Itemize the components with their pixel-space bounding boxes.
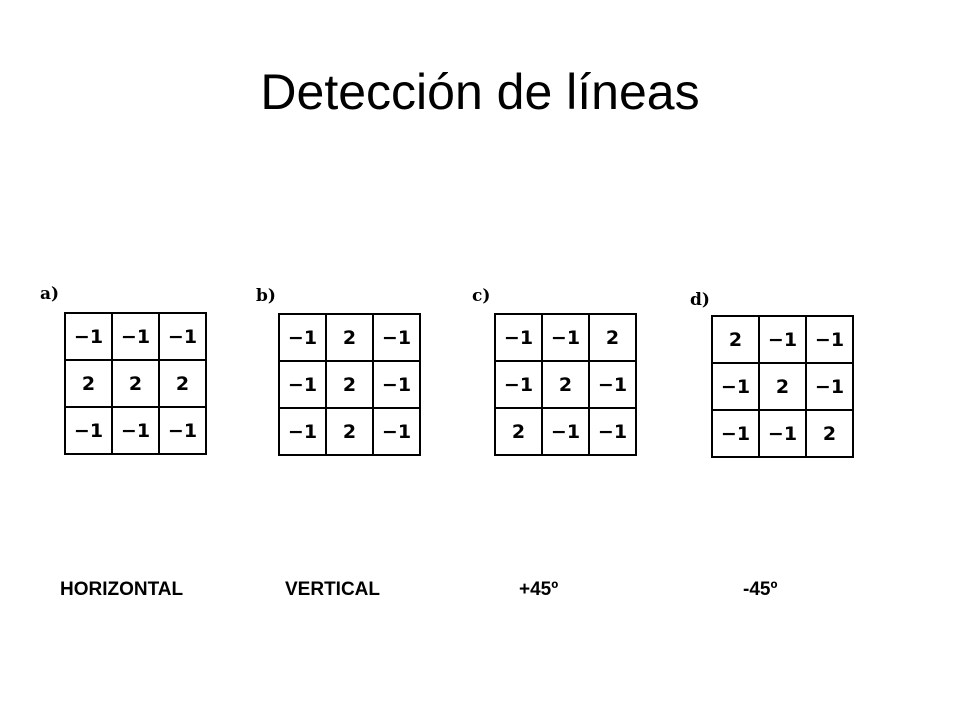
- matrix-cell: −1: [278, 313, 327, 362]
- matrix-cell: −1: [372, 313, 421, 362]
- kernel-label: b): [256, 286, 276, 306]
- matrix-cell: −1: [372, 360, 421, 409]
- matrix-cell: −1: [758, 315, 807, 364]
- kernel-matrix: −1 −1 2 −1 2 −1 2 −1 −1: [494, 313, 637, 456]
- matrix-cell: 2: [64, 359, 113, 408]
- matrix-cell: −1: [494, 313, 543, 362]
- matrix-cell: −1: [711, 409, 760, 458]
- kernel-caption: VERTICAL: [285, 579, 380, 600]
- matrix-cell: 2: [111, 359, 160, 408]
- matrix-cell: −1: [278, 360, 327, 409]
- matrix-cell: −1: [711, 362, 760, 411]
- matrix-cell: −1: [111, 406, 160, 455]
- matrix-cell: −1: [805, 362, 854, 411]
- matrix-cell: −1: [158, 406, 207, 455]
- matrix-cell: −1: [64, 406, 113, 455]
- matrix-cell: 2: [158, 359, 207, 408]
- matrix-cell: −1: [541, 407, 590, 456]
- matrix-cell: −1: [588, 360, 637, 409]
- matrix-cell: −1: [805, 315, 854, 364]
- matrix-cell: 2: [494, 407, 543, 456]
- kernel-matrix: −1 −1 −1 2 2 2 −1 −1 −1: [64, 312, 207, 455]
- kernel-label: c): [472, 286, 491, 306]
- kernel-matrix: −1 2 −1 −1 2 −1 −1 2 −1: [278, 313, 421, 456]
- matrix-cell: 2: [325, 360, 374, 409]
- matrix-cell: −1: [158, 312, 207, 361]
- slide-title: Detección de líneas: [260, 64, 700, 120]
- matrix-cell: −1: [494, 360, 543, 409]
- matrix-cell: 2: [711, 315, 760, 364]
- matrix-cell: 2: [805, 409, 854, 458]
- matrix-cell: −1: [541, 313, 590, 362]
- matrix-cell: −1: [278, 407, 327, 456]
- kernel-caption: -45º: [743, 579, 778, 600]
- matrix-cell: 2: [758, 362, 807, 411]
- matrix-cell: 2: [541, 360, 590, 409]
- kernel-caption: HORIZONTAL: [60, 579, 184, 600]
- matrix-cell: −1: [758, 409, 807, 458]
- matrix-cell: 2: [325, 313, 374, 362]
- kernel-matrix: 2 −1 −1 −1 2 −1 −1 −1 2: [711, 315, 854, 458]
- matrix-cell: −1: [111, 312, 160, 361]
- kernel-label: d): [690, 290, 710, 310]
- matrix-cell: −1: [372, 407, 421, 456]
- matrix-cell: −1: [588, 407, 637, 456]
- kernel-caption: +45º: [519, 579, 559, 600]
- matrix-cell: −1: [64, 312, 113, 361]
- matrix-cell: 2: [325, 407, 374, 456]
- matrix-cell: 2: [588, 313, 637, 362]
- kernel-label: a): [40, 284, 60, 304]
